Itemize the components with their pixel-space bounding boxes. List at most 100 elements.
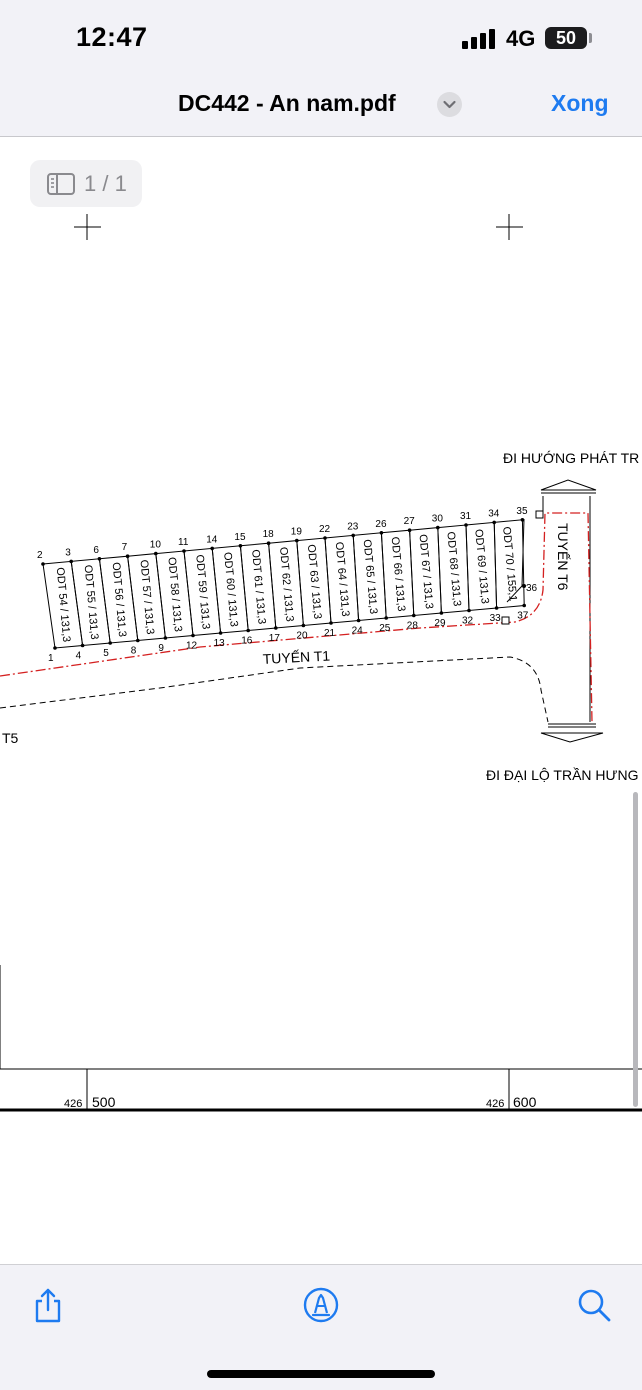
page-number: 1 / 1 bbox=[84, 171, 127, 196]
document-title[interactable]: DC442 - An nam.pdf bbox=[178, 90, 396, 116]
parcel-vertex bbox=[301, 623, 306, 628]
title-menu-button[interactable] bbox=[437, 92, 462, 117]
sidebar-icon bbox=[47, 173, 75, 195]
share-button[interactable] bbox=[28, 1285, 68, 1325]
road-centerline-dashed bbox=[0, 656, 549, 723]
road-t6-outline bbox=[540, 479, 604, 743]
cellular-signal-icon bbox=[462, 29, 495, 49]
point-label: 10 bbox=[150, 540, 162, 551]
parcel-label: ODT 58 / 131,3 bbox=[165, 557, 183, 633]
direction-label-top: ĐI HƯỚNG PHÁT TR bbox=[503, 450, 639, 466]
point-label: 34 bbox=[488, 508, 500, 519]
parcel-label: ODT 59 / 131,3 bbox=[193, 554, 211, 630]
point-label: 14 bbox=[206, 534, 218, 545]
ruler-label-small: 426 bbox=[486, 1098, 504, 1110]
point-label: 27 bbox=[404, 516, 416, 527]
parcel-vertex bbox=[163, 636, 168, 640]
boundary-line bbox=[0, 512, 593, 723]
ruler-label-small: 426 bbox=[64, 1098, 82, 1110]
direction-label-bottom: ĐI ĐẠI LỘ TRẦN HƯNG bbox=[486, 767, 639, 783]
battery-tip bbox=[589, 33, 592, 43]
parcel-vertex bbox=[323, 536, 327, 540]
parcel-edge bbox=[521, 518, 525, 587]
point-label: 3 bbox=[65, 547, 71, 558]
point-label: 7 bbox=[122, 542, 128, 553]
point-label: 24 bbox=[352, 626, 364, 637]
parcel-vertex bbox=[295, 538, 299, 543]
point-label: 37 bbox=[517, 611, 529, 622]
parcel-label: ODT 55 / 131,3 bbox=[82, 564, 100, 640]
share-icon bbox=[35, 1288, 61, 1323]
parcel-label: ODT 61 / 131,3 bbox=[249, 549, 267, 625]
parcel-vertex bbox=[412, 613, 416, 618]
point-label: 8 bbox=[131, 646, 137, 657]
parcel-vertex bbox=[246, 628, 250, 633]
parcel-vertex bbox=[191, 633, 195, 638]
parcel-vertex bbox=[351, 533, 356, 538]
bottom-toolbar bbox=[0, 1264, 642, 1390]
point-label: 35 bbox=[516, 506, 528, 517]
parcel-label: ODT 68 / 131,3 bbox=[444, 531, 462, 607]
parcel-vertex bbox=[80, 643, 85, 648]
parcel-vertex bbox=[108, 641, 112, 645]
point-label: 28 bbox=[407, 621, 419, 632]
parcel-vertex bbox=[210, 546, 214, 551]
parcel-label: ODT 62 / 131,3 bbox=[277, 546, 295, 622]
search-icon bbox=[578, 1289, 611, 1322]
parcel-label: ODT 70 / 155,1 bbox=[500, 526, 518, 602]
point-label: 9 bbox=[158, 643, 164, 654]
parcel-vertex bbox=[136, 638, 140, 643]
point-label: 26 bbox=[375, 519, 387, 530]
parcel-vertex bbox=[97, 557, 102, 561]
parcel-vertex bbox=[379, 531, 384, 535]
point-label: 13 bbox=[214, 638, 226, 649]
search-button[interactable] bbox=[574, 1285, 614, 1325]
parcel-vertex bbox=[439, 611, 444, 615]
point-label: 22 bbox=[319, 524, 331, 535]
parcel-vertex bbox=[407, 528, 412, 532]
done-button[interactable]: Xong bbox=[551, 90, 609, 116]
parcel-vertex bbox=[522, 603, 526, 608]
parcel-vertex bbox=[329, 621, 333, 625]
point-label: 4 bbox=[76, 651, 82, 662]
point-label: 33 bbox=[490, 613, 502, 624]
road-label-t1: TUYẾN T1 bbox=[262, 647, 330, 667]
point-label: 21 bbox=[324, 628, 336, 639]
point-label: 29 bbox=[434, 618, 446, 629]
parcel-label: ODT 65 / 131,3 bbox=[361, 539, 379, 615]
parcel-vertex bbox=[238, 544, 243, 548]
parcel-label: ODT 63 / 131,3 bbox=[305, 544, 323, 620]
registration-mark bbox=[496, 214, 523, 240]
parcel-vertex bbox=[182, 549, 186, 553]
parcel-vertex bbox=[266, 541, 271, 545]
parcel-label: ODT 56 / 131,3 bbox=[110, 562, 128, 638]
parcel-label: ODT 60 / 131,3 bbox=[221, 552, 239, 628]
point-label: 32 bbox=[462, 616, 474, 627]
markup-button[interactable] bbox=[301, 1285, 341, 1325]
parcel-vertex bbox=[154, 551, 158, 556]
parcel-label: ODT 64 / 131,3 bbox=[333, 541, 351, 617]
point-label: 23 bbox=[347, 521, 359, 532]
parcel-vertex bbox=[494, 606, 499, 610]
scrollbar[interactable] bbox=[633, 792, 638, 1107]
point-label: 20 bbox=[296, 631, 308, 642]
survey-marker bbox=[501, 616, 510, 625]
page-frame bbox=[0, 965, 642, 1112]
parcel-vertex bbox=[467, 608, 471, 613]
point-label: 6 bbox=[93, 545, 99, 556]
parcel-vertex bbox=[125, 554, 130, 558]
point-label: 15 bbox=[234, 532, 246, 543]
road-label-t5: T5 bbox=[2, 730, 19, 746]
page-indicator[interactable]: 1 / 1 bbox=[30, 160, 142, 207]
parcel-vertex bbox=[520, 518, 525, 522]
chevron-down-icon bbox=[443, 100, 456, 109]
parcel-vertex bbox=[356, 618, 361, 623]
home-indicator bbox=[207, 1370, 435, 1378]
point-label: 30 bbox=[432, 514, 444, 525]
point-label: 18 bbox=[263, 529, 275, 540]
point-label: 31 bbox=[460, 511, 472, 522]
parcel-vertex bbox=[69, 559, 73, 564]
